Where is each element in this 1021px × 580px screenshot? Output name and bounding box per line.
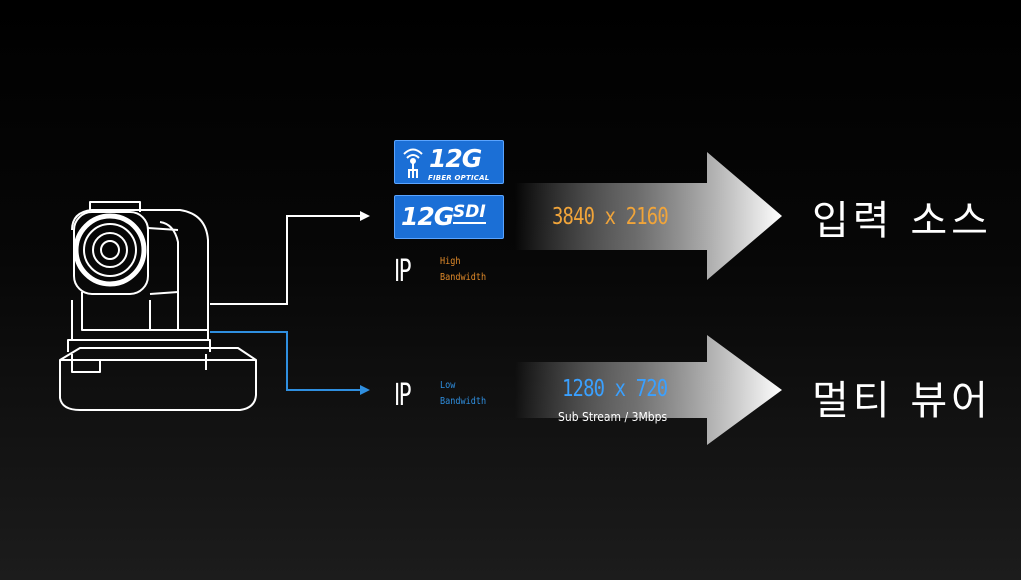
resolution-high: 3840 x 2160	[552, 204, 669, 230]
output-multiviewer: 멀티 뷰어	[812, 378, 992, 424]
bandwidth-high-line1: High	[440, 256, 461, 267]
bandwidth-high-line2: Bandwidth	[440, 272, 487, 283]
arrow-low	[515, 335, 782, 445]
bandwidth-low-line2: Bandwidth	[440, 396, 487, 407]
badge-12g-fiber-optical: 12G FIBER OPTICAL	[394, 140, 504, 184]
connector-high	[210, 211, 370, 305]
arrow-high	[515, 152, 782, 280]
badge-sdi-title: 12G	[401, 202, 454, 231]
fiber-signal-icon	[403, 148, 423, 178]
connector-low	[210, 331, 370, 395]
ptz-camera-icon	[59, 201, 257, 411]
badge-sdi-suffix: SDI	[453, 202, 486, 224]
ip-label-low: IP	[394, 378, 411, 413]
bandwidth-label-low: Low Bandwidth	[440, 378, 486, 410]
ip-label-high: IP	[394, 254, 411, 289]
bandwidth-label-high: High Bandwidth	[440, 254, 486, 286]
resolution-low: 1280 x 720	[562, 376, 668, 402]
badge-fiber-subtitle: FIBER OPTICAL	[428, 174, 490, 182]
output-input-source: 입력 소스	[812, 198, 992, 244]
badge-12g-sdi: 12G SDI	[394, 195, 504, 239]
bandwidth-low-line1: Low	[440, 380, 456, 391]
sub-stream-note: Sub Stream / 3Mbps	[558, 410, 668, 424]
badge-fiber-title: 12G	[429, 144, 482, 173]
